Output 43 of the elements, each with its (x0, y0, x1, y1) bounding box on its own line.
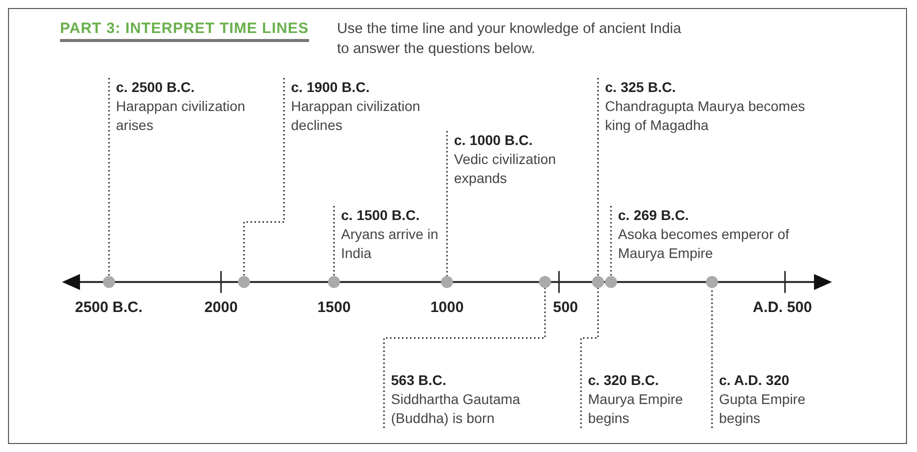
section-title: PART 3: INTERPRET TIME LINES (60, 20, 309, 42)
tick-label: 500 (553, 299, 578, 316)
tick-label: 2500 B.C. (75, 299, 143, 316)
timeline-dot (706, 276, 718, 288)
timeline-dot (605, 276, 617, 288)
event-description: Chandragupta Maurya becomes king of Magadha (605, 97, 806, 135)
event-description: Maurya Empire begins (588, 390, 684, 428)
leader-line (333, 206, 335, 276)
timeline-dot (441, 276, 453, 288)
event-description: Vedic civilization expands (454, 150, 557, 188)
timeline-dot (328, 276, 340, 288)
tick-label: 2000 (204, 299, 238, 316)
timeline-dot (238, 276, 250, 288)
tick-label: A.D. 500 (752, 299, 812, 316)
event-date: c. A.D. 320 (719, 371, 790, 390)
tick-label: 1500 (317, 299, 351, 316)
event-date: c. 1000 B.C. (454, 131, 534, 150)
event-date: c. 269 B.C. (618, 206, 690, 225)
leader-line (610, 206, 612, 276)
event-description: Asoka becomes emperor of Maurya Empire (618, 225, 790, 263)
event-date: c. 1900 B.C. (291, 78, 371, 97)
event-date: c. 325 B.C. (605, 78, 677, 97)
event-date: c. 2500 B.C. (116, 78, 196, 97)
tick-label: 1000 (430, 299, 464, 316)
leader-line (243, 78, 285, 276)
event-description: Harappan civilization declines (291, 97, 422, 135)
timeline-dot (592, 276, 604, 288)
event-date: c. 1500 B.C. (341, 206, 421, 225)
event-date: c. 320 B.C. (588, 371, 660, 390)
leader-line (108, 78, 110, 276)
event-date: 563 B.C. (391, 371, 448, 390)
timeline-dot (539, 276, 551, 288)
leader-line (711, 288, 713, 428)
event-description: Harappan civilization arises (116, 97, 246, 135)
leader-line (446, 131, 448, 276)
timeline-dot (103, 276, 115, 288)
leader-line (597, 78, 599, 276)
leader-line (580, 288, 599, 428)
event-description: Gupta Empire begins (719, 390, 806, 428)
event-description: Aryans arrive in India (341, 225, 440, 263)
instructions-text: Use the time line and your knowledge of ancient India to answer the questions below. (337, 20, 682, 59)
event-description: Siddhartha Gautama (Buddha) is born (391, 390, 522, 428)
leader-line (383, 288, 546, 428)
